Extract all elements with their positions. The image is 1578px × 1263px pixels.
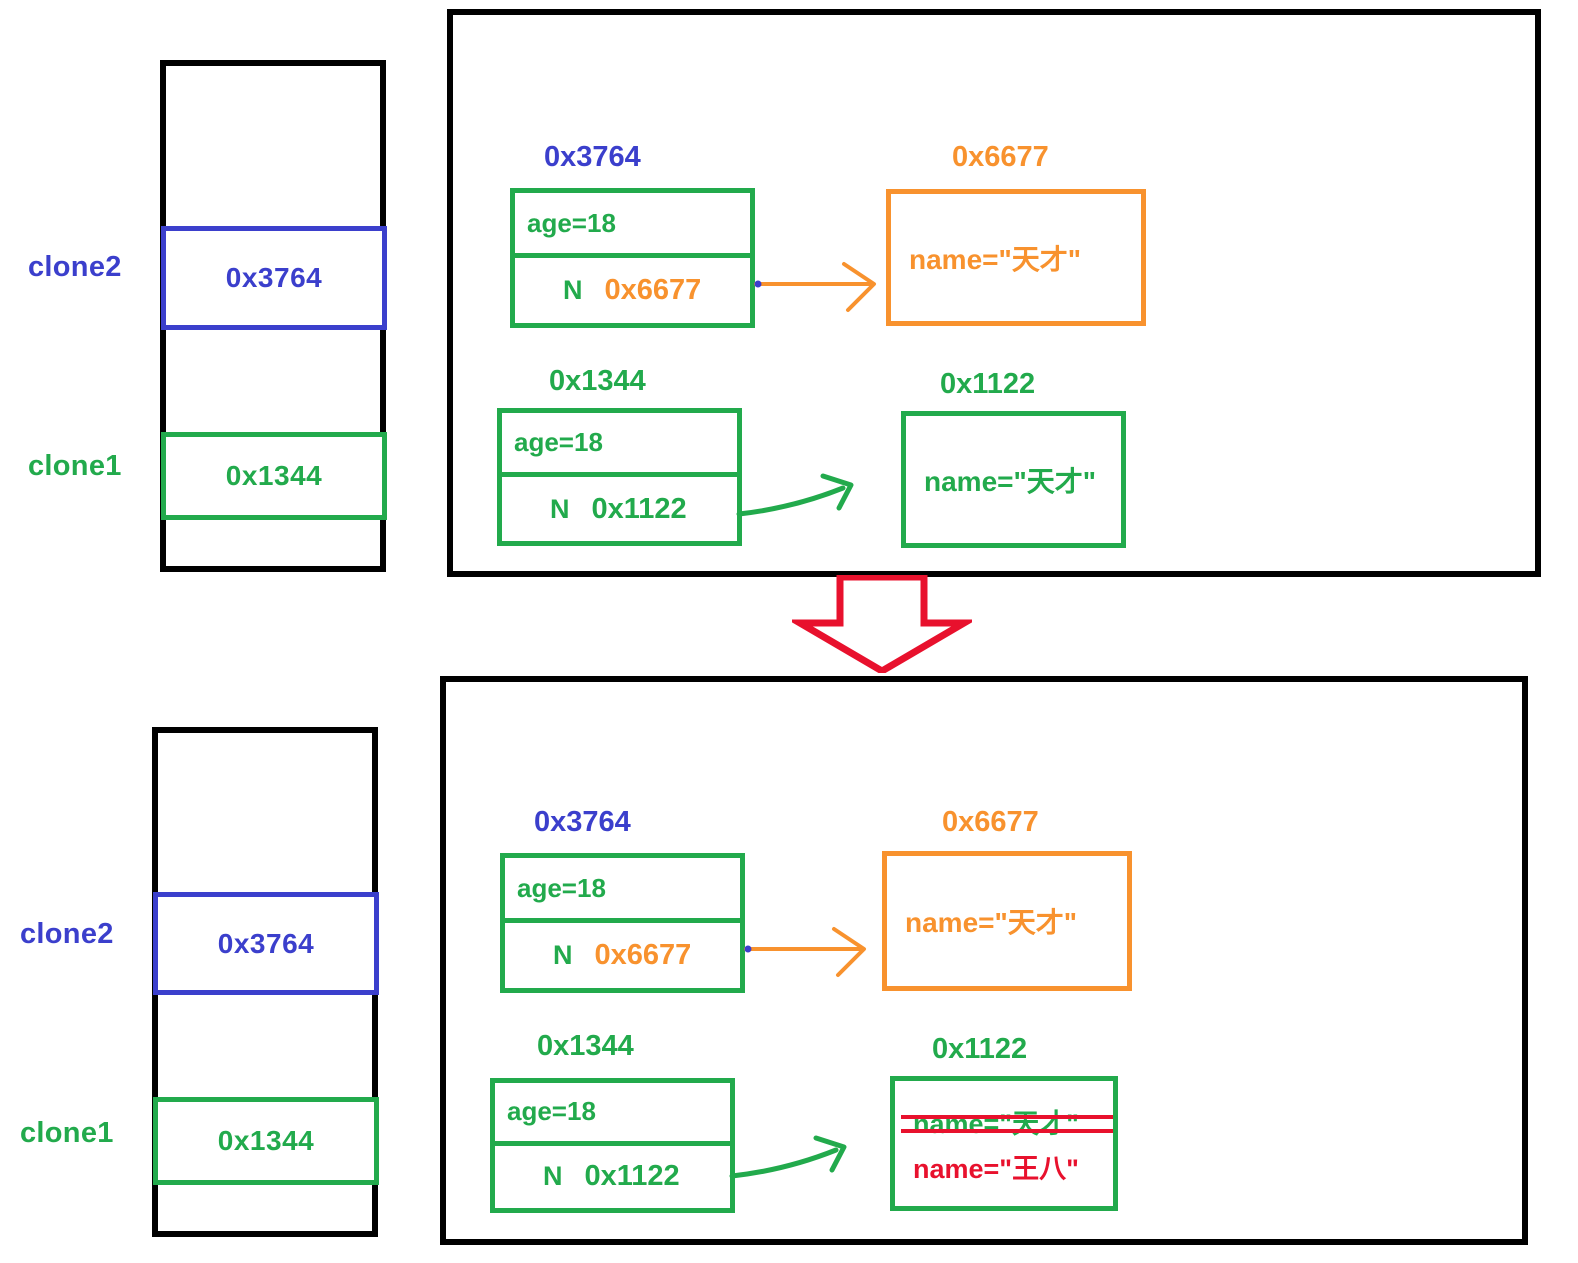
heap-after-obj-clone1: age=18 N 0x1122: [490, 1078, 735, 1213]
heap-after-obj-clone2-pointer: N 0x6677: [505, 923, 740, 988]
heap-after-obj-clone1-pointer: N 0x1122: [495, 1146, 730, 1209]
heap-before-obj-clone2-age: age=18: [515, 193, 750, 258]
heap-after-obj-clone2-age: age=18: [505, 858, 740, 923]
heap-before-str-clone2-value: name="天才": [909, 243, 1082, 275]
stack-slot-clone2-after: 0x3764: [153, 892, 379, 995]
heap-after-obj-clone2: age=18 N 0x6677: [500, 853, 745, 993]
old-value-text: name="天才": [913, 1108, 1079, 1139]
stack-slot-clone1-before: 0x1344: [161, 432, 387, 520]
heap-after-str-clone2-address: 0x6677: [942, 806, 1039, 838]
heap-after-obj-clone1-address: 0x1344: [537, 1030, 634, 1062]
down-arrow-icon: [792, 575, 972, 673]
heap-after-str-clone1-old-value: name="天才": [895, 1102, 1113, 1141]
heap-before-obj-clone2-pointer: N 0x6677: [515, 258, 750, 323]
pointer-tag: N: [553, 940, 573, 970]
stack-label-clone2-before: clone2: [28, 251, 122, 283]
heap-before-obj-clone1-address: 0x1344: [549, 365, 646, 397]
pointer-arrow-clone1-before: [736, 473, 854, 517]
strikethrough-line-2: [901, 1128, 1113, 1133]
heap-before-str-clone1: name="天才": [901, 411, 1126, 548]
heap-after-str-clone1-new-value: name="王八": [913, 1153, 1079, 1184]
heap-before-str-clone2-address: 0x6677: [952, 141, 1049, 173]
pointer-tag: N: [543, 1161, 563, 1192]
stack-slot-clone1-after: 0x1344: [153, 1097, 379, 1185]
strikethrough-line-1: [901, 1114, 1113, 1119]
heap-after-obj-clone1-age: age=18: [495, 1083, 730, 1146]
pointer-address: 0x1122: [584, 1160, 680, 1193]
stack-label-clone1-before: clone1: [28, 450, 122, 482]
heap-before-obj-clone1-pointer: N 0x1122: [502, 477, 737, 541]
heap-before-str-clone1-value: name="天才": [924, 465, 1097, 497]
heap-after-str-clone1-address: 0x1122: [932, 1033, 1028, 1065]
heap-after-str-clone2: name="天才": [882, 851, 1132, 991]
pointer-arrow-clone1-after: [729, 1135, 847, 1179]
heap-after-str-clone1: name="天才" name="王八": [890, 1076, 1118, 1211]
stack-slot-clone2-before: 0x3764: [161, 226, 387, 330]
stack-label-clone2-after: clone2: [20, 918, 114, 950]
pointer-tag: N: [563, 275, 583, 305]
heap-before-obj-clone1-age: age=18: [502, 413, 737, 477]
heap-before-obj-clone2-address: 0x3764: [544, 141, 641, 173]
heap-after-str-clone2-value: name="天才": [905, 907, 1078, 938]
pointer-tag: N: [550, 493, 570, 524]
heap-before-obj-clone1: age=18 N 0x1122: [497, 408, 742, 546]
pointer-arrow-clone2-before: [754, 262, 876, 312]
heap-before-str-clone2: name="天才": [886, 189, 1146, 326]
pointer-address: 0x6677: [594, 939, 692, 971]
pointer-address: 0x1122: [591, 492, 687, 525]
pointer-arrow-clone2-after: [744, 927, 866, 977]
stack-label-clone1-after: clone1: [20, 1117, 114, 1149]
heap-before-obj-clone2: age=18 N 0x6677: [510, 188, 755, 328]
heap-before-str-clone1-address: 0x1122: [940, 368, 1036, 400]
heap-after-obj-clone2-address: 0x3764: [534, 806, 631, 838]
pointer-address: 0x6677: [604, 274, 702, 306]
